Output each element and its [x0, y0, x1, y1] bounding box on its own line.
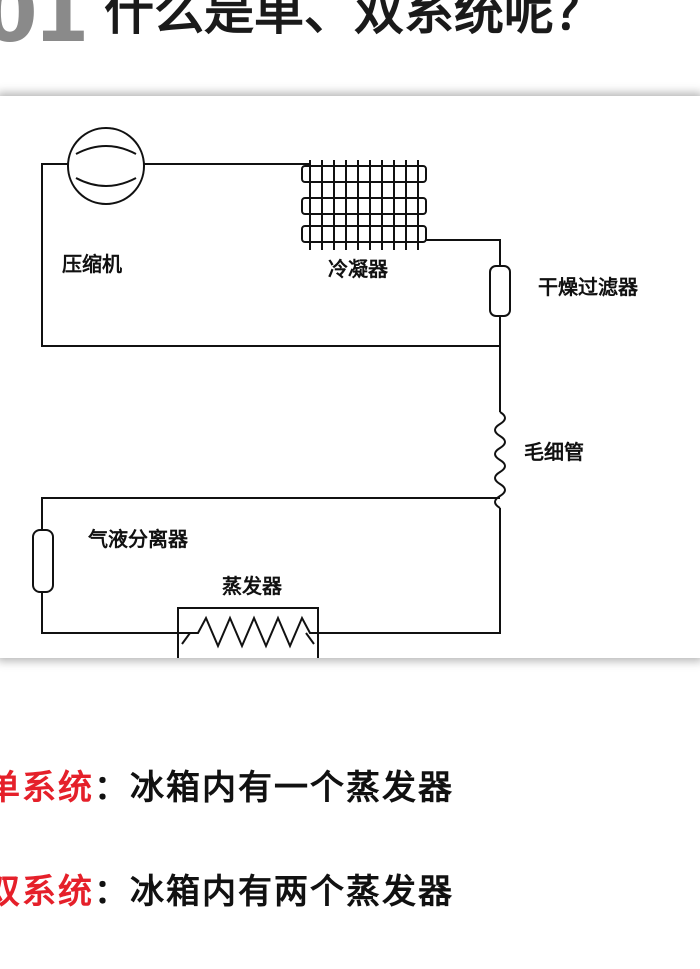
- label-compressor: 压缩机: [62, 252, 122, 276]
- definition-description: 冰箱内有两个蒸发器: [130, 872, 454, 912]
- label-evaporator: 蒸发器: [222, 574, 283, 598]
- definition-term: 双系统: [0, 872, 94, 912]
- label-dryer-filter: 干燥过滤器: [538, 275, 639, 299]
- definition-colon: ：: [94, 768, 130, 808]
- section-title: 什么是单、双系统呢？: [104, 0, 604, 41]
- definition-single-system: 单系统：冰箱内有一个蒸发器: [0, 768, 454, 808]
- section-number: 01: [0, 0, 89, 60]
- definition-dual-system: 双系统：冰箱内有两个蒸发器: [0, 872, 454, 912]
- compressor-arc: [75, 145, 137, 155]
- diagram-svg: 压缩机 冷凝器 干燥过滤器 毛细管 气液分离器 蒸发器: [32, 127, 639, 658]
- definition-description: 冰箱内有一个蒸发器: [130, 768, 454, 808]
- definition-term: 单系统: [0, 768, 94, 808]
- dryer-filter-symbol: [489, 265, 511, 317]
- pipe-separator-evaporator: [41, 592, 178, 634]
- compressor-arc: [75, 177, 137, 187]
- refrigeration-diagram: 压缩机 冷凝器 干燥过滤器 毛细管 气液分离器 蒸发器: [0, 96, 700, 658]
- label-condenser: 冷凝器: [328, 257, 389, 281]
- evaporator-symbol: [177, 607, 319, 658]
- separator-symbol: [32, 529, 54, 593]
- pipe-compressor-loop: [41, 163, 500, 347]
- compressor-symbol: [67, 127, 145, 205]
- pipe-capillary-down: [318, 508, 501, 634]
- definition-colon: ：: [94, 872, 130, 912]
- condenser-symbol: [301, 160, 427, 250]
- label-gas-liquid-separator: 气液分离器: [87, 527, 189, 551]
- pipe-upper-return: [41, 497, 500, 530]
- label-capillary: 毛细管: [524, 440, 584, 464]
- capillary-symbol: [494, 411, 506, 509]
- pipe-condenser-dryer: [426, 239, 501, 266]
- section-header: 01 什么是单、双系统呢？: [0, 0, 700, 60]
